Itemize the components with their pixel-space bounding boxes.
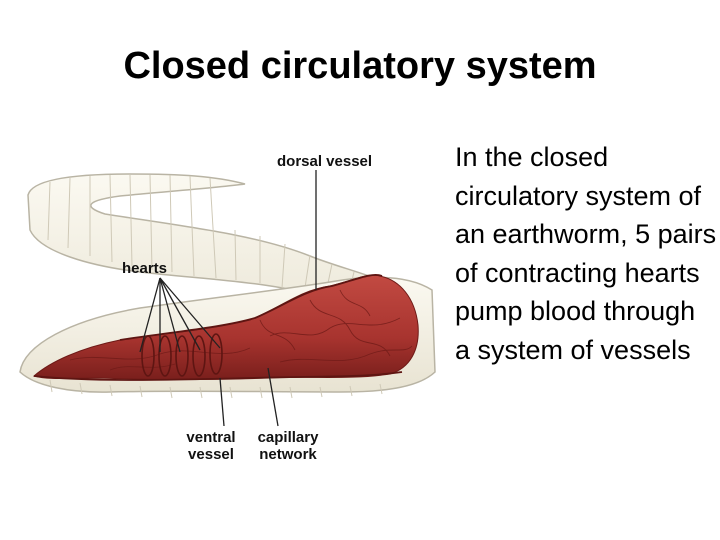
earthworm-illustration xyxy=(19,170,436,427)
lower-body-segments xyxy=(49,379,383,399)
label-capillary-network: capillary network xyxy=(257,429,319,463)
capillary-texture xyxy=(69,289,413,371)
leader-lines xyxy=(139,170,317,427)
heart-1 xyxy=(141,335,155,377)
hearts-pointer-3 xyxy=(159,277,181,353)
heart-4 xyxy=(192,335,206,377)
heart-5 xyxy=(209,333,223,375)
dorsal-vessel-line xyxy=(119,274,383,341)
heart-2 xyxy=(158,335,172,377)
capillary-network-pointer xyxy=(267,367,279,427)
hearts-pointer-4 xyxy=(159,277,201,351)
hearts-pointer-1 xyxy=(139,277,161,353)
ventral-vessel-pointer xyxy=(219,377,225,427)
earthworm-diagram xyxy=(10,140,445,480)
label-hearts: hearts xyxy=(122,260,168,277)
label-dorsal-vessel: dorsal vessel xyxy=(277,153,373,170)
ventral-vessel-line xyxy=(33,371,403,381)
worm-upper-body xyxy=(27,173,431,357)
slide-title: Closed circulatory system xyxy=(123,45,597,87)
label-ventral-vessel: ventral vessel xyxy=(186,429,236,463)
heart-3 xyxy=(175,335,189,377)
heart-loops xyxy=(141,333,223,377)
hearts-pointer-5 xyxy=(159,277,221,349)
slide-description: In the closed circulatory system of an e… xyxy=(455,142,717,365)
